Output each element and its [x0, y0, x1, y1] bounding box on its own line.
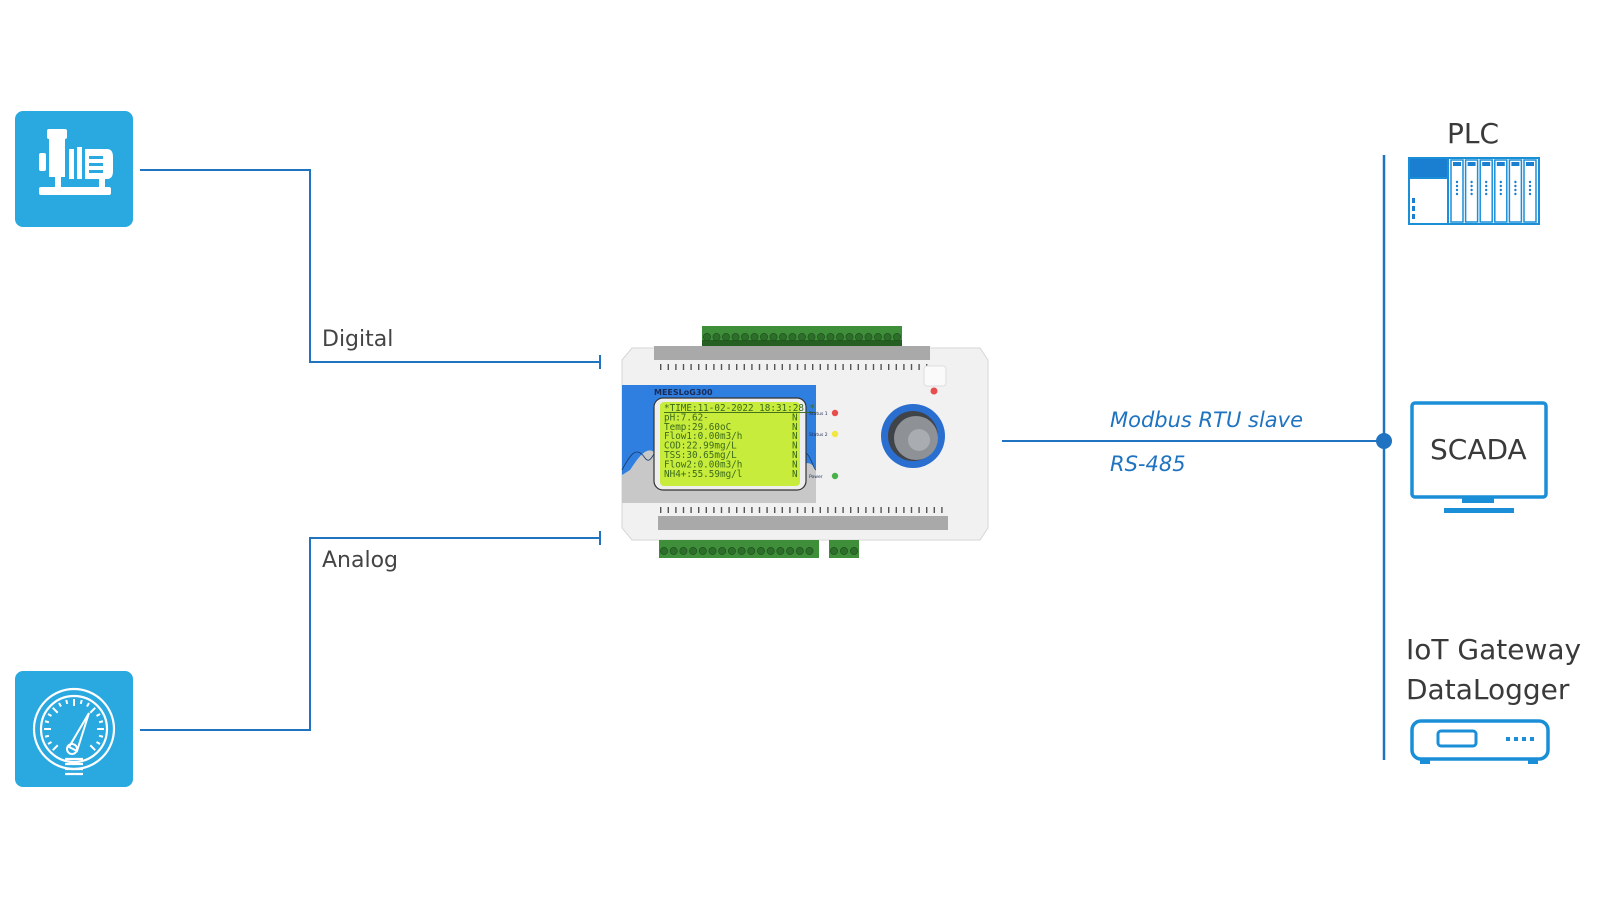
lcd-line: *TIME:11-02-2022 18:31:28 * — [664, 403, 815, 414]
terminal-screw — [883, 333, 892, 341]
terminal-screw — [679, 547, 688, 555]
terminal-screw — [817, 333, 825, 341]
lcd-flag: N — [792, 412, 798, 423]
terminal-screw — [805, 547, 814, 555]
indicator-label: Status 2 — [809, 432, 828, 438]
terminal-screw — [669, 547, 678, 555]
terminal-screw — [795, 547, 804, 555]
terminal-screw — [850, 547, 858, 555]
terminal-screw — [836, 333, 844, 341]
terminal-screw — [722, 333, 730, 341]
rs485-interface-label: RS-485 — [1110, 452, 1186, 476]
digital-connection-line — [140, 169, 601, 369]
lcd-line: TSS:30.65mg/L — [664, 450, 737, 461]
meeslog300-device[interactable]: MEESLoG300 *TIME:11-02-2022 18:31:28 *pH… — [621, 326, 989, 558]
lcd-flag: N — [792, 431, 798, 442]
indicator-led — [831, 409, 839, 417]
terminal-screw — [760, 333, 768, 341]
gateway-router-icon — [1410, 719, 1550, 764]
lcd-flag: N — [792, 450, 798, 461]
indicator-label: Status 1 — [809, 411, 828, 417]
terminal-screw — [750, 333, 759, 341]
indicator-led — [831, 472, 839, 480]
lcd-flag: N — [792, 469, 798, 480]
terminal-screw — [769, 333, 778, 341]
terminal-screw — [757, 547, 765, 555]
lcd-screen — [660, 402, 800, 486]
device-brand-label: MEESLoG300 — [654, 388, 713, 397]
terminal-screw — [788, 333, 797, 341]
motor-pump-icon — [39, 129, 113, 195]
gauge-input-tile — [15, 671, 133, 787]
plc-label: PLC — [1447, 117, 1500, 150]
indicator-label: Power — [809, 474, 823, 480]
bottom-terminal-block — [659, 540, 859, 558]
top-vents — [660, 364, 928, 370]
terminal-screw — [855, 333, 863, 341]
terminal-screw — [893, 333, 901, 341]
lcd-line: NH4+:55.59mg/l — [664, 469, 742, 480]
digital-connection-label: Digital — [322, 327, 394, 352]
bus-junction-node — [1376, 433, 1392, 449]
lcd-line: COD:22.99mg/L — [664, 441, 737, 452]
terminal-screw — [864, 333, 873, 341]
datalogger-label: DataLogger — [1406, 673, 1570, 706]
terminal-screw — [718, 547, 727, 555]
lcd-flag: N — [792, 441, 798, 452]
analog-connection-label: Analog — [322, 548, 399, 573]
lcd-flag: N — [792, 459, 798, 470]
rotary-knob[interactable] — [881, 404, 945, 468]
terminal-screw — [737, 547, 746, 555]
terminal-screw — [741, 333, 749, 341]
terminal-screw — [703, 333, 711, 341]
terminal-screw — [708, 547, 717, 555]
lcd-readout: *TIME:11-02-2022 18:31:28 *pH:7.62-Temp:… — [664, 403, 815, 480]
terminal-screw — [786, 547, 794, 555]
indicator-led — [831, 430, 839, 438]
lcd-line: pH:7.62- — [664, 412, 709, 423]
monitor-icon — [1410, 401, 1548, 513]
iot-gateway-label: IoT Gateway — [1406, 633, 1582, 666]
terminal-screw — [807, 333, 816, 341]
pressure-gauge-icon — [32, 687, 116, 776]
lcd-line: Flow1:0.00m3/h — [664, 431, 742, 442]
top-terminal-block — [702, 326, 902, 346]
terminal-screw — [845, 333, 854, 341]
indicator-leds: Status 1 Status 2 Power — [809, 409, 839, 480]
terminal-screw — [766, 547, 775, 555]
motor-input-tile — [15, 111, 133, 227]
terminal-screw — [776, 547, 785, 555]
lcd-line: Temp:29.60oC — [664, 422, 731, 433]
scada-label: SCADA — [1430, 433, 1527, 466]
lcd-line: Flow2:0.00m3/h — [664, 459, 742, 470]
analog-connection-line — [140, 531, 601, 731]
terminal-screw — [798, 333, 806, 341]
status-led — [930, 387, 938, 395]
terminal-screw — [712, 333, 721, 341]
terminal-screw — [728, 547, 736, 555]
terminal-screw — [660, 547, 668, 555]
lcd-flag: N — [792, 422, 798, 433]
terminal-screw — [747, 547, 756, 555]
terminal-screw — [731, 333, 740, 341]
terminal-screw — [830, 547, 838, 555]
terminal-screw — [840, 547, 848, 555]
terminal-screw — [874, 333, 882, 341]
plc-rack-icon — [1408, 157, 1540, 225]
terminal-screw — [826, 333, 835, 341]
bottom-vents — [660, 507, 943, 513]
terminal-screw — [779, 333, 787, 341]
terminal-screw — [698, 547, 707, 555]
modbus-protocol-label: Modbus RTU slave — [1110, 408, 1304, 432]
terminal-screw — [689, 547, 697, 555]
